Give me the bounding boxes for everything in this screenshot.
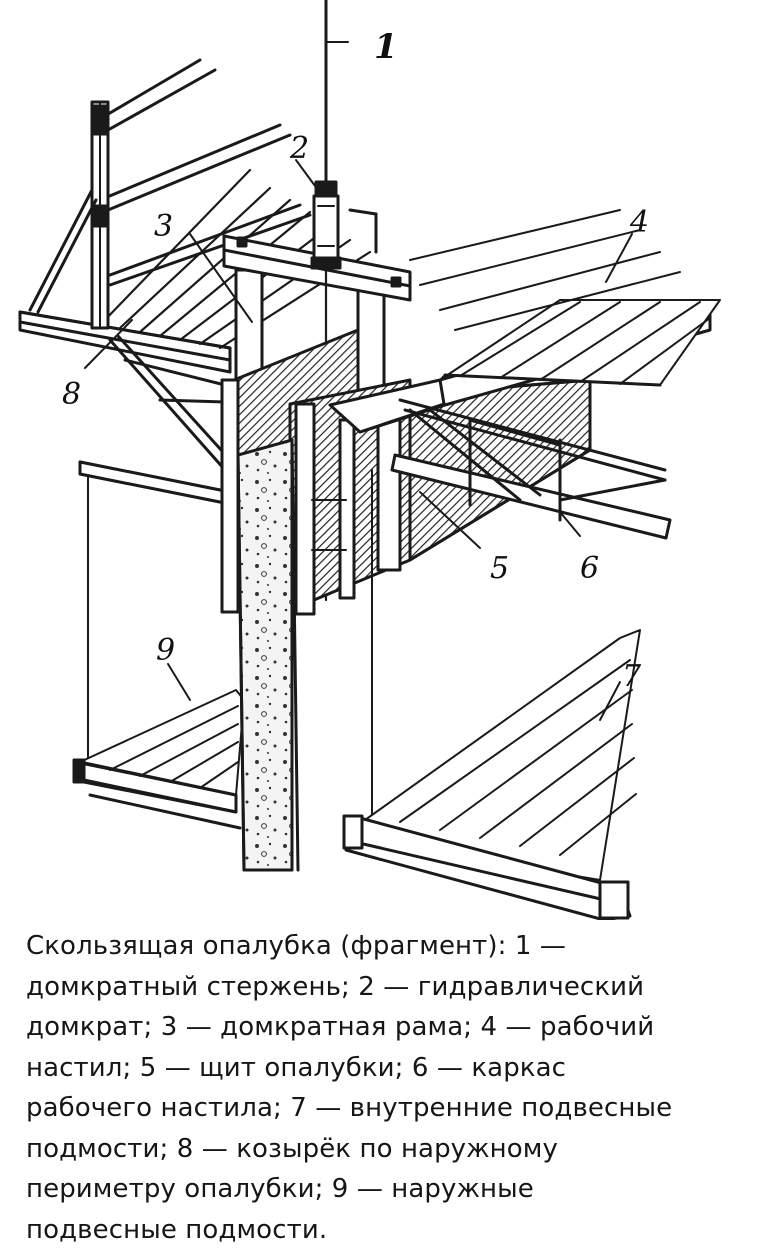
- callout-2: 2: [289, 131, 309, 166]
- inner-hanging-scaffold: [342, 469, 641, 920]
- callout-3: 3: [154, 209, 173, 244]
- railing-post: [28, 100, 110, 330]
- figure-caption: Скользящая опалубка (фрагмент): 1 — домк…: [26, 931, 673, 1245]
- callout-5: 5: [490, 551, 509, 586]
- callout-8: 8: [62, 377, 81, 412]
- callout-1: 1: [374, 27, 398, 67]
- canopy-bracing: [108, 334, 234, 472]
- leader-lines: [84, 159, 633, 721]
- deck-frame: [390, 398, 672, 540]
- outer-hanging-scaffold: [72, 460, 245, 830]
- working-deck: [328, 209, 721, 434]
- callout-6: 6: [580, 551, 599, 586]
- callout-7: 7: [622, 659, 642, 694]
- callout-4: 4: [629, 205, 649, 240]
- concrete-wall: [236, 438, 300, 872]
- sliding-formwork-diagram: 1 2 3 4 5 6 7 8 9: [18, 0, 721, 920]
- hydraulic-jack: [310, 180, 342, 270]
- callout-9: 9: [156, 633, 175, 668]
